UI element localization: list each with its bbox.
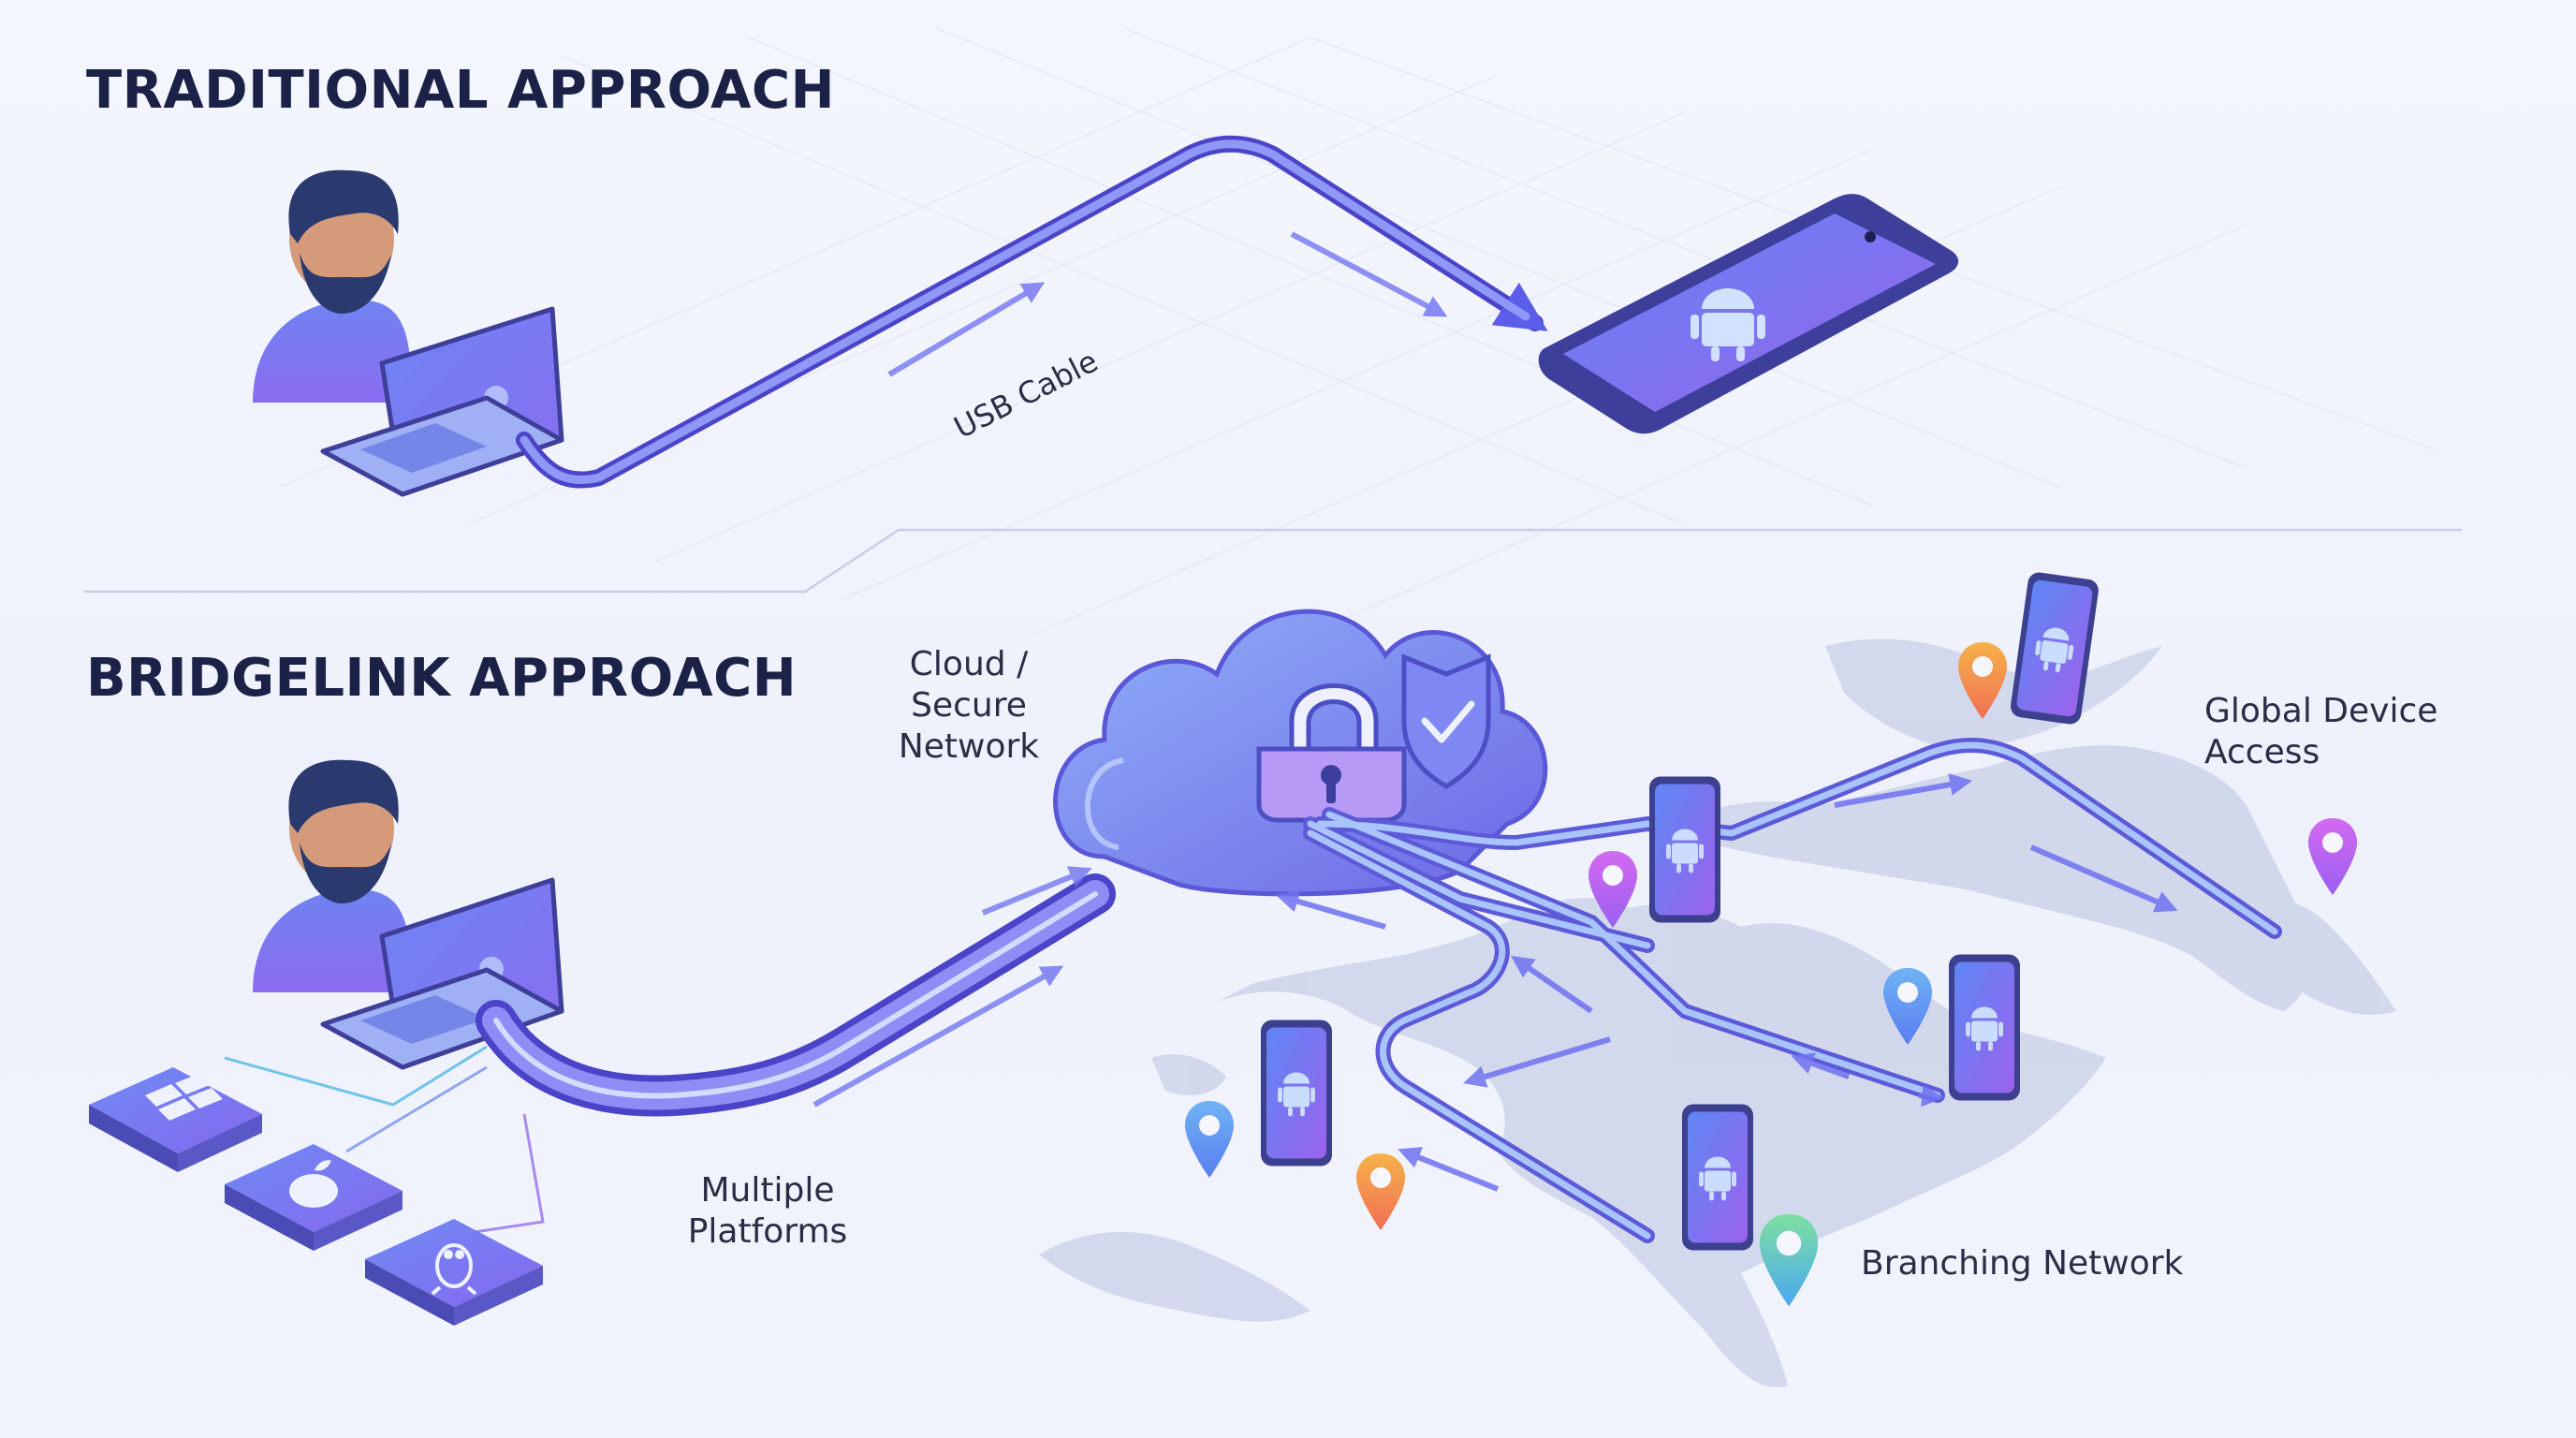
map-pin-icon-7: [1759, 1213, 1819, 1307]
multiple-platforms-label: Multiple Platforms: [687, 1171, 848, 1251]
traditional-laptop-icon: [320, 306, 564, 497]
platform-tile-apple: [225, 1144, 402, 1251]
linux-penguin-icon: [431, 1243, 477, 1296]
padlock-icon: [1256, 683, 1407, 823]
platform-tile-windows: [89, 1067, 262, 1172]
global-device-access-label: Global Device Access: [2204, 692, 2438, 771]
android-phone-icon-3: [1949, 954, 2020, 1101]
map-pin-icon-6: [1356, 1153, 1405, 1230]
background-grid: [280, 27, 2435, 675]
android-phone-icon-4: [1261, 1020, 1332, 1167]
usb-cable-label: USB Cable: [948, 343, 1104, 446]
map-pin-icon-2: [2308, 818, 2357, 895]
platform-connectors: [224, 1045, 545, 1238]
bridgelink-person-avatar: [253, 759, 412, 992]
cloud-link-flow-arrows: [812, 866, 1092, 1108]
android-phone-icon-2: [1649, 776, 1720, 923]
traditional-approach-heading: TRADITIONAL APPROACH: [86, 60, 835, 121]
cloud-secure-network-label: Cloud / Secure Network: [898, 645, 1040, 766]
branching-flow-arrows: [1276, 773, 2178, 1192]
bridgelink-laptop-icon: [320, 877, 564, 1070]
bridgelink-approach-heading: BRIDGELINK APPROACH: [86, 648, 798, 709]
shield-check-icon: [1401, 653, 1491, 789]
section-divider: [84, 528, 2462, 594]
usb-cable: [516, 135, 1548, 489]
world-map: [1039, 638, 2396, 1387]
android-phone-icon-5: [1682, 1104, 1753, 1251]
android-logo-icon: [1690, 288, 1765, 361]
branching-network-label: Branching Network: [1861, 1244, 2184, 1283]
windows-logo-icon: [145, 1074, 223, 1121]
usb-flow-arrows: [887, 231, 1448, 377]
traditional-person-avatar: [253, 169, 412, 403]
traditional-android-phone-icon: [1538, 194, 1959, 434]
map-pin-icon-5: [1185, 1101, 1234, 1178]
platform-tile-linux: [365, 1219, 543, 1326]
apple-logo-icon: [289, 1160, 338, 1208]
